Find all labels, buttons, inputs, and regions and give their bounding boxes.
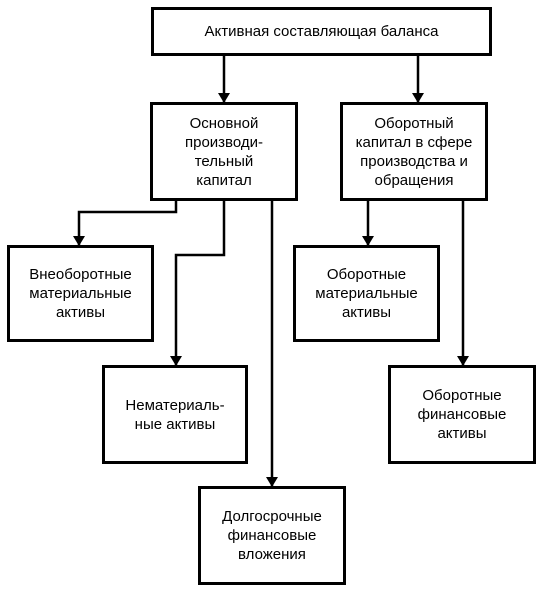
- working-capital-label: Оборотный капитал в сфере производства и…: [355, 114, 473, 189]
- current-tangible-assets-box: Оборотные материальные активы: [293, 245, 440, 342]
- active-balance-box: Активная составляющая баланса: [151, 7, 492, 56]
- current-financial-assets-box: Оборотные финансовые активы: [388, 365, 536, 464]
- arrow-fixed-to-noncurrent-tangible: [73, 201, 178, 246]
- fixed-capital-box: Основной производи- тельный капитал: [150, 102, 298, 201]
- current-financial-assets-label: Оборотные финансовые активы: [417, 387, 507, 442]
- noncurrent-tangible-assets-label: Внеоборотные материальные активы: [29, 266, 132, 321]
- longterm-financial-investments-box: Долгосрочные финансовые вложения: [198, 486, 346, 585]
- fixed-capital-label: Основной производи- тельный капитал: [184, 114, 263, 189]
- arrow-fixed-to-intangible: [170, 201, 226, 366]
- noncurrent-tangible-assets-box: Внеоборотные материальные активы: [7, 245, 154, 342]
- current-tangible-assets-label: Оборотные материальные активы: [315, 266, 418, 321]
- longterm-financial-investments-label: Долгосрочные финансовые вложения: [222, 508, 322, 563]
- active-balance-label: Активная составляющая баланса: [204, 23, 439, 40]
- intangible-assets-label: Нематериаль- ные активы: [125, 396, 225, 433]
- intangible-assets-box: Нематериаль- ные активы: [102, 365, 248, 464]
- working-capital-box: Оборотный капитал в сфере производства и…: [340, 102, 488, 201]
